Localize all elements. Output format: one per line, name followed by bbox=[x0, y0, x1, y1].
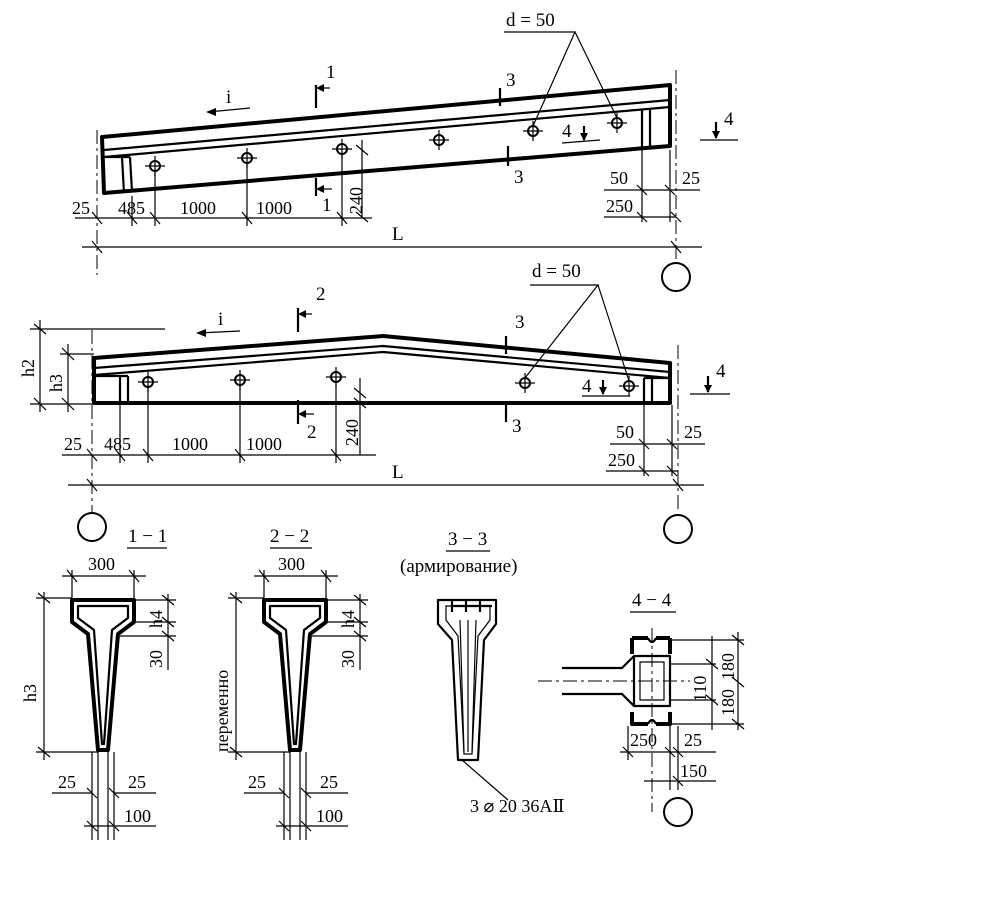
svg-text:3: 3 bbox=[515, 312, 525, 333]
svg-text:1000: 1000 bbox=[256, 198, 292, 218]
svg-text:1000: 1000 bbox=[180, 198, 216, 218]
svg-text:h3: h3 bbox=[46, 374, 66, 392]
svg-text:1: 1 bbox=[326, 62, 336, 83]
beam1-right-rib bbox=[640, 108, 652, 148]
svg-text:4: 4 bbox=[716, 361, 726, 382]
svg-text:3 − 3: 3 − 3 bbox=[448, 529, 487, 550]
beam1-flange-line-2 bbox=[103, 105, 671, 159]
svg-text:2: 2 bbox=[307, 422, 317, 443]
svg-text:4 − 4: 4 − 4 bbox=[632, 590, 672, 611]
section-3-3: 3 − 3 (армирование) 3 ⌀ 20 36АⅡ bbox=[400, 529, 565, 816]
beam1-left-rib bbox=[120, 156, 134, 194]
beam1-holes bbox=[145, 113, 627, 176]
axis-marker-right-1 bbox=[661, 262, 691, 292]
beam1-flange-line bbox=[103, 98, 671, 152]
svg-text:25: 25 bbox=[128, 772, 146, 792]
svg-text:h2: h2 bbox=[18, 359, 38, 377]
svg-text:25: 25 bbox=[684, 422, 702, 442]
svg-text:100: 100 bbox=[124, 806, 151, 826]
svg-text:110: 110 bbox=[690, 676, 710, 702]
svg-text:25: 25 bbox=[682, 168, 700, 188]
section-2-2: 2 − 2 300 h4 30 переменно 25 25 100 bbox=[212, 526, 368, 840]
svg-text:переменно: переменно bbox=[212, 670, 232, 752]
svg-text:250: 250 bbox=[608, 450, 635, 470]
svg-text:4: 4 bbox=[562, 121, 572, 142]
svg-text:250: 250 bbox=[606, 196, 633, 216]
svg-text:4: 4 bbox=[724, 109, 734, 130]
section-1-1: 1 − 1 300 h4 30 h3 25 25 100 bbox=[20, 526, 176, 840]
span-label-2: L bbox=[392, 462, 404, 483]
svg-text:1: 1 bbox=[322, 195, 332, 216]
svg-text:25: 25 bbox=[64, 434, 82, 454]
svg-text:300: 300 bbox=[278, 554, 305, 574]
svg-text:1 − 1: 1 − 1 bbox=[128, 526, 167, 547]
svg-text:250: 250 bbox=[630, 730, 657, 750]
svg-text:300: 300 bbox=[88, 554, 115, 574]
svg-text:25: 25 bbox=[72, 198, 90, 218]
svg-text:30: 30 bbox=[338, 650, 358, 668]
section-2-2-shape bbox=[262, 598, 328, 752]
section-4-4: 4 − 4 110 180 180 250 25 150 bbox=[538, 590, 745, 827]
slope-label-1: i bbox=[226, 87, 231, 108]
svg-text:25: 25 bbox=[684, 730, 702, 750]
svg-text:25: 25 bbox=[320, 772, 338, 792]
hole-diameter-label-2: d = 50 bbox=[532, 261, 581, 282]
svg-text:240: 240 bbox=[346, 187, 366, 214]
svg-text:4: 4 bbox=[582, 376, 592, 397]
beam2-right-rib bbox=[642, 376, 670, 401]
beam1-outline bbox=[100, 83, 672, 195]
svg-text:2 − 2: 2 − 2 bbox=[270, 526, 309, 547]
svg-text:25: 25 bbox=[248, 772, 266, 792]
beam-double-pitch: d = 50 i 2 2 3 3 4 4 h2 h3 25 485 1000 bbox=[18, 261, 730, 544]
hole-diameter-label-1: d = 50 bbox=[506, 10, 555, 31]
svg-text:1000: 1000 bbox=[172, 434, 208, 454]
section-3-3-shape bbox=[436, 598, 498, 762]
svg-text:180: 180 bbox=[718, 653, 738, 680]
svg-text:50: 50 bbox=[610, 168, 628, 188]
axis-marker-left-2 bbox=[77, 512, 107, 542]
svg-text:h4: h4 bbox=[338, 610, 358, 628]
span-label-1: L bbox=[392, 224, 404, 245]
svg-text:3: 3 bbox=[514, 167, 524, 188]
svg-text:3: 3 bbox=[512, 416, 522, 437]
svg-text:150: 150 bbox=[680, 761, 707, 781]
svg-text:30: 30 bbox=[146, 650, 166, 668]
svg-text:485: 485 bbox=[118, 198, 145, 218]
section-1-1-shape bbox=[70, 598, 136, 752]
svg-text:485: 485 bbox=[104, 434, 131, 454]
svg-text:180: 180 bbox=[718, 689, 738, 716]
beam2-holes bbox=[138, 367, 639, 396]
rebar-label: 3 ⌀ 20 36АⅡ bbox=[470, 796, 565, 816]
beam2-outline bbox=[92, 334, 672, 405]
svg-text:25: 25 bbox=[58, 772, 76, 792]
svg-text:100: 100 bbox=[316, 806, 343, 826]
svg-text:50: 50 bbox=[616, 422, 634, 442]
beam2-left-rib bbox=[94, 374, 130, 401]
svg-text:2: 2 bbox=[316, 284, 326, 305]
svg-text:3: 3 bbox=[506, 70, 516, 91]
svg-text:(армирование): (армирование) bbox=[400, 556, 517, 577]
beam-single-pitch: d = 50 i 1 1 3 3 4 4 25 485 1000 1000 24… bbox=[72, 10, 738, 292]
svg-text:h3: h3 bbox=[20, 684, 40, 702]
svg-text:240: 240 bbox=[342, 419, 362, 446]
axis-marker-right-2 bbox=[663, 514, 693, 544]
axis-marker-4-4 bbox=[663, 797, 693, 827]
slope-label-2: i bbox=[218, 309, 223, 330]
svg-text:h4: h4 bbox=[146, 610, 166, 628]
svg-text:1000: 1000 bbox=[246, 434, 282, 454]
